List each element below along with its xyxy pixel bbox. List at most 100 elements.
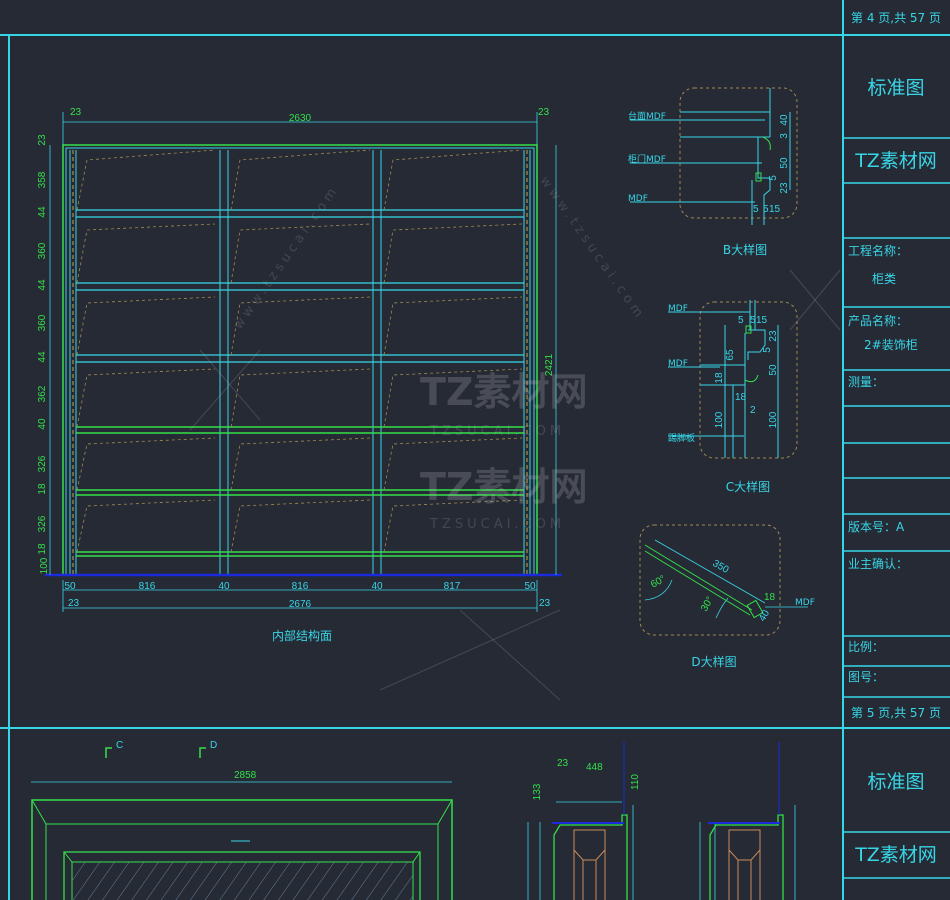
detail-b-label: 柜门MDF (628, 153, 666, 165)
dim-bottom: 50 (64, 581, 76, 592)
dim-left: 360 (37, 314, 48, 331)
detail-c-dim: 100 (768, 411, 779, 428)
dim-left: 40 (37, 418, 48, 430)
side-dim: 133 (532, 783, 543, 800)
measure-label: 测量： (848, 375, 884, 389)
detail-c-dim: 18 (714, 372, 725, 384)
detail-c (668, 300, 798, 459)
project-label: 工程名称： (848, 243, 908, 258)
detail-b-dim: 5 (763, 204, 769, 215)
detail-d-dim: 30° (699, 595, 716, 614)
dim-bottom: 50 (524, 581, 536, 592)
detail-b (630, 87, 798, 225)
detail-c-dim: 2 (750, 405, 756, 416)
detail-c-label: MDF (668, 304, 688, 314)
scale-label: 比例： (848, 640, 884, 654)
detail-d-dim: 40 (757, 608, 772, 624)
sheet-number-top: 第 4 页,共 57 页 (851, 11, 941, 25)
detail-b-dim: 15 (769, 204, 781, 215)
detail-d-caption: D大样图 (691, 654, 736, 669)
dim-bottom: 40 (218, 581, 230, 592)
side-dim: 23 (557, 758, 569, 769)
dim-top-overall: 2630 (289, 113, 312, 124)
brand-title: TZ素材网 (854, 150, 937, 172)
standard-title: 标准图 (867, 77, 924, 99)
title-block (843, 137, 950, 879)
detail-b-dim: 50 (779, 157, 790, 169)
detail-c-label: 踢脚板 (668, 432, 695, 444)
lower-side-sections (527, 742, 796, 900)
dim-bottom: 40 (371, 581, 383, 592)
version-label: 版本号：A (848, 520, 905, 534)
detail-b-label: MDF (628, 194, 648, 204)
detail-c-label: MDF (668, 359, 688, 369)
detail-c-dim: 5 (750, 315, 756, 326)
detail-b-dim: 3 (779, 133, 790, 139)
watermark-url: www.tzsucai.com (231, 182, 342, 332)
section-marker-c: C (116, 740, 123, 751)
dim-bottom-left: 23 (68, 598, 80, 609)
detail-b-caption: B大样图 (723, 242, 767, 257)
standard-title-2: 标准图 (867, 771, 924, 793)
detail-c-caption: C大样图 (726, 479, 770, 494)
detail-b-dim: 40 (779, 114, 790, 126)
product-value: 2#装饰柜 (864, 338, 918, 352)
section-marker-d: D (210, 740, 217, 751)
detail-c-dim: 50 (768, 364, 779, 376)
side-dim: 110 (630, 774, 641, 790)
side-dim: 448 (586, 762, 603, 773)
watermark-brand-2: TZ素材网 (420, 465, 587, 509)
watermark-site: TZSUCAI.COM (429, 424, 565, 439)
dim-left: 362 (37, 385, 48, 402)
elevation-caption: 内部结构面 (272, 628, 332, 643)
detail-d-label: MDF (795, 598, 815, 608)
dim-right-height: 2421 (544, 353, 555, 376)
cabinet-elevation (45, 112, 562, 612)
watermark-brand: TZ素材网 (420, 370, 587, 414)
sheet-number-bottom: 第 5 页,共 57 页 (851, 706, 941, 720)
dim-bottom: 816 (139, 581, 156, 592)
lower-front-view (31, 747, 453, 900)
dim-left: 326 (37, 455, 48, 472)
bottom-dimension-row: 50 816 40 816 40 817 50 (64, 581, 536, 592)
detail-b-dim: 5 (753, 204, 759, 215)
lower-overall-dim: 2858 (234, 770, 257, 781)
detail-d-dim: 60° (649, 574, 668, 591)
project-value: 柜类 (872, 272, 896, 286)
watermark-site-2: TZSUCAI.COM (429, 517, 565, 532)
dim-left: 100 (39, 557, 50, 574)
dim-left: 326 (37, 515, 48, 532)
dim-bottom: 816 (292, 581, 309, 592)
dim-left: 360 (37, 242, 48, 259)
dim-top-left: 23 (70, 107, 82, 118)
owner-confirm-label: 业主确认： (848, 557, 908, 571)
detail-c-dim: 18 (735, 392, 747, 403)
detail-c-dim: 23 (768, 330, 779, 342)
dim-left: 18 (37, 483, 48, 495)
drawing-number-label: 图号： (848, 670, 884, 684)
dim-bottom: 817 (444, 581, 461, 592)
detail-c-dim: 100 (714, 411, 725, 428)
detail-c-dim: 15 (756, 315, 768, 326)
product-label: 产品名称： (848, 313, 908, 328)
detail-c-dim: 5 (738, 315, 744, 326)
detail-b-dim: 23 (779, 182, 790, 194)
detail-c-dim: 5 (762, 347, 773, 353)
detail-d-dim: 18 (764, 592, 776, 603)
dim-left: 358 (37, 171, 48, 188)
brand-title-2: TZ素材网 (854, 844, 937, 866)
dim-bottom-right: 23 (539, 598, 551, 609)
dim-left: 44 (37, 351, 48, 363)
detail-b-dim: 5 (768, 175, 779, 181)
dim-left: 23 (37, 134, 48, 146)
dim-left: 18 (37, 543, 48, 555)
detail-c-dim: 65 (725, 349, 736, 361)
left-dimension-stack: 23 358 44 360 44 360 44 362 40 326 18 32… (37, 134, 50, 574)
dim-left: 44 (37, 206, 48, 218)
detail-d (639, 524, 808, 636)
detail-b-label: 台面MDF (628, 110, 666, 122)
dim-top-right: 23 (538, 107, 550, 118)
dim-bottom-overall: 2676 (289, 599, 312, 610)
